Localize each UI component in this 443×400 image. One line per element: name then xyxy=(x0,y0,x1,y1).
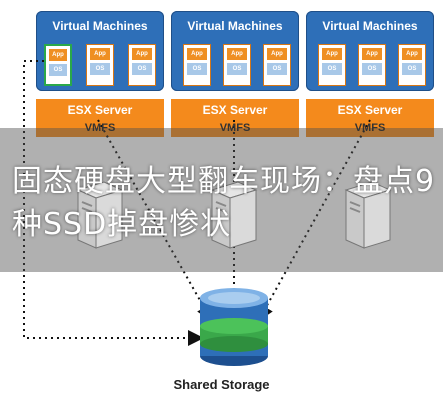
vm-panel-title: Virtual Machines xyxy=(52,19,148,33)
link-left-loop xyxy=(23,60,204,346)
vm-box: App OS xyxy=(223,44,251,86)
app-label: App xyxy=(402,48,422,60)
app-label: App xyxy=(132,48,152,60)
esx-server-1: ESX Server VMFS xyxy=(36,99,164,137)
app-label: App xyxy=(90,48,110,60)
vm-box: App OS xyxy=(398,44,426,86)
link-vm3-storage xyxy=(258,119,371,322)
vm-panel-1: Virtual Machines App OS App OS App OS xyxy=(36,11,164,91)
vm-box: App OS xyxy=(358,44,386,86)
app-label: App xyxy=(227,48,247,60)
os-label: OS xyxy=(90,63,110,75)
os-label: OS xyxy=(49,64,67,76)
vm-box: App OS xyxy=(263,44,291,86)
esx-server-title: ESX Server xyxy=(337,103,403,117)
os-label: OS xyxy=(362,63,382,75)
os-label: OS xyxy=(187,63,207,75)
esx-server-3: ESX Server VMFS xyxy=(306,99,434,137)
esx-server-title: ESX Server xyxy=(202,103,268,117)
vm-panel-3: Virtual Machines App OS App OS App OS xyxy=(306,11,434,91)
database-icon xyxy=(200,288,268,366)
link-vm1-storage xyxy=(97,119,212,322)
vmfs-label: VMFS xyxy=(354,122,386,134)
shared-storage-label: Shared Storage xyxy=(173,377,270,392)
vmfs-label: VMFS xyxy=(219,122,251,134)
vmfs-label: VMFS xyxy=(84,122,116,134)
os-label: OS xyxy=(402,63,422,75)
app-label: App xyxy=(187,48,207,60)
vm-box: App OS xyxy=(128,44,156,86)
vm-panel-title: Virtual Machines xyxy=(187,19,283,33)
vm-box: App OS xyxy=(183,44,211,86)
app-label: App xyxy=(362,48,382,60)
os-label: OS xyxy=(267,63,287,75)
server-icon xyxy=(210,181,258,249)
os-label: OS xyxy=(322,63,342,75)
vm-box: App OS xyxy=(318,44,346,86)
vm-panel-2: Virtual Machines App OS App OS App OS xyxy=(171,11,299,91)
esx-server-2: ESX Server VMFS xyxy=(171,99,299,137)
app-label: App xyxy=(322,48,342,60)
server-icon xyxy=(344,181,392,249)
vm-box: App OS xyxy=(44,44,72,86)
app-label: App xyxy=(49,49,67,61)
vm-panel-title: Virtual Machines xyxy=(322,19,418,33)
app-label: App xyxy=(267,48,287,60)
os-label: OS xyxy=(227,63,247,75)
headline-text: 固态硬盘大型翻车现场：盘点9种SSD掉盘惨状 xyxy=(12,164,436,242)
esx-server-title: ESX Server xyxy=(67,103,133,117)
server-icon xyxy=(76,181,124,249)
os-label: OS xyxy=(132,63,152,75)
vm-box: App OS xyxy=(86,44,114,86)
